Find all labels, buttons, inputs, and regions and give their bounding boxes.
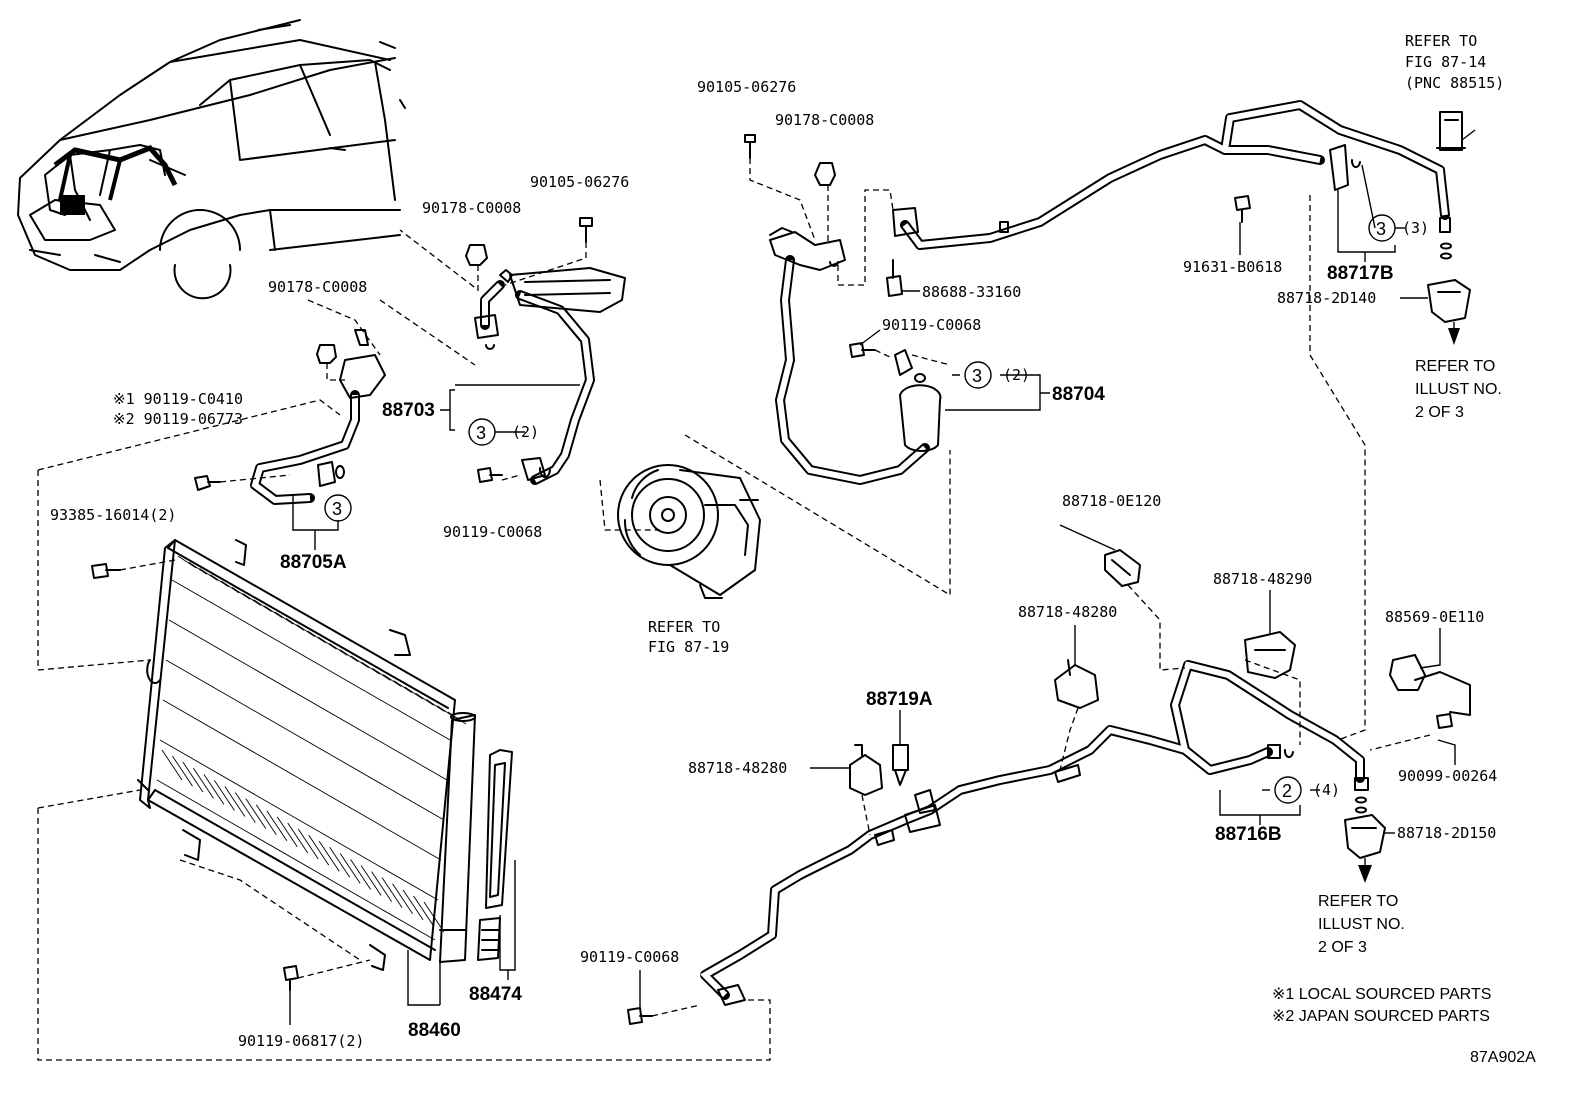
label-90105-06276-top: 90105-06276 — [697, 78, 796, 96]
figure-code: 87A902A — [1470, 1049, 1536, 1066]
label-90178-c0008-far-left: 90178-C0008 — [268, 278, 367, 296]
circle-88704 — [964, 361, 992, 389]
circle-88703 — [468, 418, 496, 446]
ref-fig-87-19-line1: REFER TO — [648, 618, 720, 636]
dashed-guide-lines — [37, 158, 1431, 1061]
label-90178-c0008-left: 90178-C0008 — [422, 199, 521, 217]
ref-fig-87-19-line2: FIG 87-19 — [648, 638, 729, 656]
label-88718-48280-lower: 88718-48280 — [688, 759, 787, 777]
qty-88717b: (3) — [1402, 219, 1429, 237]
ref-fig-87-14-line1: REFER TO — [1405, 32, 1477, 50]
circle-88716b-number: 2 — [1282, 781, 1292, 801]
leader-lines — [289, 129, 1476, 1025]
vehicle-illustration — [17, 19, 406, 300]
circle-88716b — [1274, 776, 1302, 804]
label-88719a: 88719A — [866, 689, 933, 710]
label-88703: 88703 — [382, 400, 435, 421]
sourcing-notes: ※1 LOCAL SOURCED PARTS ※2 JAPAN SOURCED … — [1272, 986, 1536, 1066]
part-labels: 90105-06276 90178-C0008 90178-C0008 ※1 9… — [50, 78, 1497, 1050]
label-93385-16014: 93385-16014(2) — [50, 506, 176, 524]
label-88718-48290: 88718-48290 — [1213, 570, 1312, 588]
ref-illust-upper-line3: 2 OF 3 — [1415, 404, 1464, 421]
label-88718-0e120: 88718-0E120 — [1062, 492, 1161, 510]
label-90119-c0068-top: 90119-C0068 — [882, 316, 981, 334]
qty-88703: (2) — [512, 423, 539, 441]
label-88718-48280-upper: 88718-48280 — [1018, 603, 1117, 621]
desiccant-88474 — [477, 749, 513, 961]
label-88718-2d150: 88718-2D150 — [1397, 824, 1496, 842]
label-90119-c0068-mid: 90119-C0068 — [443, 523, 542, 541]
clamps-and-fasteners — [91, 134, 1471, 1025]
label-90119-c0068-bottom: 90119-C0068 — [580, 948, 679, 966]
label-88717b: 88717B — [1327, 263, 1394, 284]
condenser-assembly — [137, 539, 476, 971]
label-88705a: 88705A — [280, 552, 347, 573]
label-88460: 88460 — [408, 1020, 461, 1041]
label-91631-b0618: 91631-B0618 — [1183, 258, 1282, 276]
label-88704: 88704 — [1052, 384, 1105, 405]
pipe-88716b — [700, 660, 1386, 1006]
ref-illust-upper-line1: REFER TO — [1415, 358, 1495, 375]
ref-fig-87-14-line3: (PNC 88515) — [1405, 74, 1504, 92]
label-90178-c0008-top: 90178-C0008 — [775, 111, 874, 129]
ref-illust-lower-line3: 2 OF 3 — [1318, 939, 1367, 956]
circle-88717b-number: 3 — [1376, 219, 1386, 239]
reference-notes: REFER TO FIG 87-14 (PNC 88515) REFER TO … — [648, 32, 1504, 956]
circle-88704-number: 3 — [972, 366, 982, 386]
quantities: (2) (2) (3) (4) — [512, 219, 1429, 799]
ref-illust-lower-line2: ILLUST NO. — [1318, 916, 1405, 933]
label-90119-06817: 90119-06817(2) — [238, 1032, 364, 1050]
circle-88705a — [324, 494, 352, 522]
label-90099-00264: 90099-00264 — [1398, 767, 1497, 785]
circle-88705a-number: 3 — [332, 499, 342, 519]
callout-circles: 3 3 3 3 2 — [324, 214, 1396, 804]
ref-illust-upper-line2: ILLUST NO. — [1415, 381, 1502, 398]
label-88718-2d140: 88718-2D140 — [1277, 289, 1376, 307]
pipe-88717b — [892, 100, 1471, 345]
note-local-sourced: ※1 LOCAL SOURCED PARTS — [1272, 986, 1491, 1003]
label-88474: 88474 — [469, 984, 522, 1005]
label-88569-0e110: 88569-0E110 — [1385, 608, 1484, 626]
hose-88705a — [250, 329, 386, 505]
note-japan-sourced: ※2 JAPAN SOURCED PARTS — [1272, 1008, 1490, 1025]
qty-88704: (2) — [1003, 366, 1030, 384]
label-90119-06773: ※2 90119-06773 — [113, 410, 243, 428]
ref-illust-lower-line1: REFER TO — [1318, 893, 1398, 910]
compressor-illustration — [617, 464, 761, 599]
label-90119-c0410: ※1 90119-C0410 — [113, 390, 243, 408]
label-88716b: 88716B — [1215, 824, 1282, 845]
label-88688-33160: 88688-33160 — [922, 283, 1021, 301]
circle-88703-number: 3 — [476, 423, 486, 443]
hose-88704 — [769, 227, 942, 485]
circle-88717b — [1368, 214, 1396, 242]
label-90105-06276-left: 90105-06276 — [530, 173, 629, 191]
ref-fig-87-14-line2: FIG 87-14 — [1405, 53, 1486, 71]
qty-88716b: (4) — [1313, 781, 1340, 799]
hose-88703 — [474, 267, 626, 485]
